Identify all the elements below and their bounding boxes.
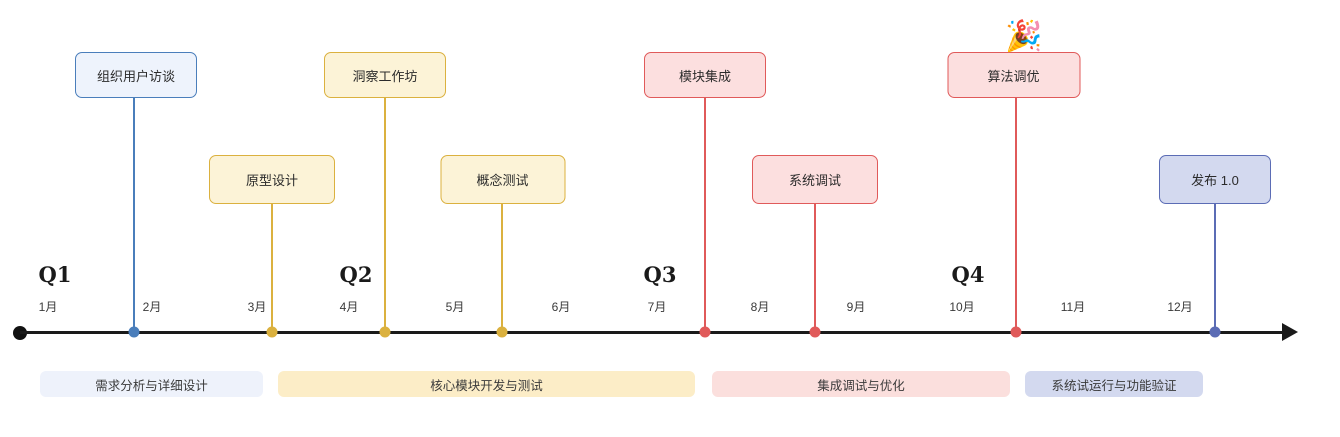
milestone-box[interactable]: 系统调试	[752, 155, 878, 204]
month-label: 2月	[142, 300, 162, 314]
milestone-dot[interactable]	[1010, 326, 1022, 338]
quarter-label: Q3	[643, 262, 677, 287]
milestone-connector-line	[271, 204, 273, 332]
month-label: 1月	[38, 300, 58, 314]
milestone-connector-line	[704, 98, 706, 332]
milestone-dot[interactable]	[128, 326, 140, 338]
phase-bar[interactable]: 系统试运行与功能验证	[1025, 371, 1203, 397]
quarter-label: Q2	[339, 262, 373, 287]
milestone-connector-line	[133, 98, 135, 332]
milestone-box[interactable]: 发布 1.0	[1159, 155, 1271, 204]
milestone-connector-line	[814, 204, 816, 332]
month-label: 10月	[949, 300, 975, 314]
axis-arrow-icon	[1282, 323, 1298, 341]
month-label: 6月	[551, 300, 571, 314]
phase-bar[interactable]: 需求分析与详细设计	[40, 371, 263, 397]
milestone-connector-line	[501, 204, 503, 332]
milestone-box[interactable]: 模块集成	[644, 52, 766, 98]
milestone-dot[interactable]	[1209, 326, 1221, 338]
month-label: 11月	[1060, 300, 1086, 314]
milestone-dot[interactable]	[379, 326, 391, 338]
month-label: 3月	[247, 300, 267, 314]
month-label: 7月	[647, 300, 667, 314]
month-label: 4月	[339, 300, 359, 314]
milestone-dot[interactable]	[266, 326, 278, 338]
milestone-box[interactable]: 算法调优	[947, 52, 1080, 98]
milestone-connector-line	[384, 98, 386, 332]
milestone-dot[interactable]	[699, 326, 711, 338]
milestone-connector-line	[1015, 98, 1017, 332]
month-label: 5月	[445, 300, 465, 314]
milestone-box[interactable]: 概念测试	[440, 155, 565, 204]
month-label: 9月	[846, 300, 866, 314]
milestone-dot[interactable]	[496, 326, 508, 338]
phase-bar[interactable]: 核心模块开发与测试	[278, 371, 695, 397]
party-popper-icon: 🎉	[1005, 20, 1043, 53]
quarter-label: Q4	[951, 262, 985, 287]
phase-bar[interactable]: 集成调试与优化	[712, 371, 1010, 397]
quarter-label: Q1	[38, 262, 72, 287]
milestone-dot[interactable]	[809, 326, 821, 338]
milestone-box[interactable]: 组织用户访谈	[75, 52, 197, 98]
month-label: 12月	[1167, 300, 1193, 314]
month-label: 8月	[750, 300, 770, 314]
milestone-box[interactable]: 洞察工作坊	[324, 52, 446, 98]
milestone-connector-line	[1214, 204, 1216, 332]
milestone-box[interactable]: 原型设计	[209, 155, 335, 204]
timeline-axis	[20, 331, 1286, 334]
